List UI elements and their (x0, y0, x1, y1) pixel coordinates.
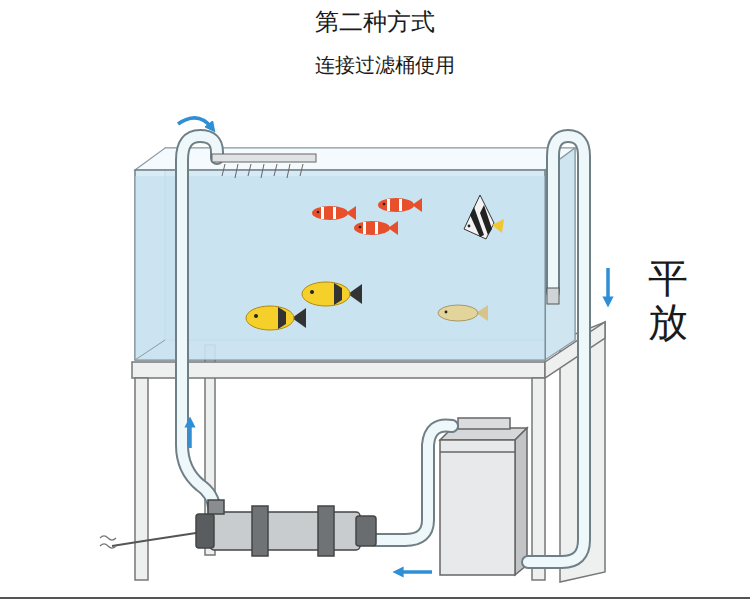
hose (182, 136, 217, 515)
clownfish (354, 221, 390, 235)
clownfish (375, 222, 378, 234)
uv-sterilizer (208, 500, 224, 514)
hose (182, 136, 584, 562)
uv-sterilizer (252, 506, 268, 556)
yellow-fish (302, 282, 350, 306)
canister-filter (440, 418, 527, 575)
uv-sterilizer (100, 500, 376, 556)
hose (376, 425, 452, 540)
clownfish (321, 207, 324, 219)
flow-arrow (178, 118, 608, 572)
clownfish (363, 222, 366, 234)
angelfish (464, 195, 504, 239)
floor-line (0, 597, 750, 599)
spray-bar (212, 154, 316, 162)
spray-bar (212, 154, 316, 178)
spray-bar (274, 164, 277, 176)
intake-strainer (547, 288, 559, 304)
hose (528, 136, 584, 562)
tank (135, 170, 545, 360)
canister-filter (440, 440, 515, 575)
flow-arrow (178, 118, 212, 128)
uv-sterilizer (318, 506, 334, 556)
canister-filter (440, 451, 515, 453)
spray-bar (222, 164, 225, 176)
yellow-fish (302, 282, 362, 306)
clownfish (317, 211, 320, 214)
stand (135, 378, 148, 580)
title: 第二种方式 (315, 6, 435, 38)
stand (132, 362, 545, 378)
clownfish (354, 221, 398, 235)
hose (182, 136, 217, 515)
flow-arrow (188, 422, 192, 448)
spray-bar (300, 164, 303, 176)
subtitle: 连接过滤桶使用 (315, 52, 455, 79)
angelfish (492, 219, 504, 233)
yellow-fish (310, 290, 314, 294)
stand (532, 378, 545, 580)
clownfish (399, 199, 402, 211)
clownfish (387, 199, 390, 211)
hose (528, 136, 584, 562)
yellow-fish (278, 307, 286, 329)
clownfish (312, 206, 356, 220)
uv-sterilizer (356, 516, 376, 546)
uv-sterilizer (210, 512, 360, 550)
angelfish (464, 195, 494, 239)
tank (135, 340, 165, 360)
yellow-fish (246, 306, 306, 330)
canister-filter (515, 428, 527, 575)
clownfish (383, 203, 386, 206)
stand (132, 322, 605, 582)
clownfish (378, 198, 422, 212)
angelfish (480, 205, 492, 235)
clownfish (359, 226, 362, 229)
tank (135, 148, 575, 360)
yellow-fish (254, 314, 258, 318)
tank (135, 148, 575, 170)
yellow-fish (246, 282, 362, 330)
hose (376, 425, 452, 540)
flow-arrow (398, 570, 432, 574)
clownfish (333, 207, 336, 219)
uv-sterilizer (112, 533, 196, 546)
yellow-fish (246, 306, 294, 330)
tank (135, 176, 545, 360)
spray-bar (287, 164, 290, 178)
spray-bar (235, 164, 238, 178)
uv-sterilizer (100, 536, 116, 548)
spray-bar (248, 164, 251, 176)
placement-note: 平放 (648, 256, 688, 344)
flow-arrow (606, 268, 610, 302)
uv-sterilizer (196, 514, 214, 548)
angelfish (468, 225, 471, 228)
canister-filter (458, 418, 510, 429)
small-fish (438, 305, 478, 321)
clownfish (312, 198, 422, 235)
small-fish (445, 311, 448, 314)
spray-bar (261, 164, 264, 178)
small-fish (438, 305, 488, 321)
clownfish (312, 206, 348, 220)
yellow-fish (334, 283, 342, 305)
clownfish (378, 198, 414, 212)
spray-bar (222, 164, 303, 178)
